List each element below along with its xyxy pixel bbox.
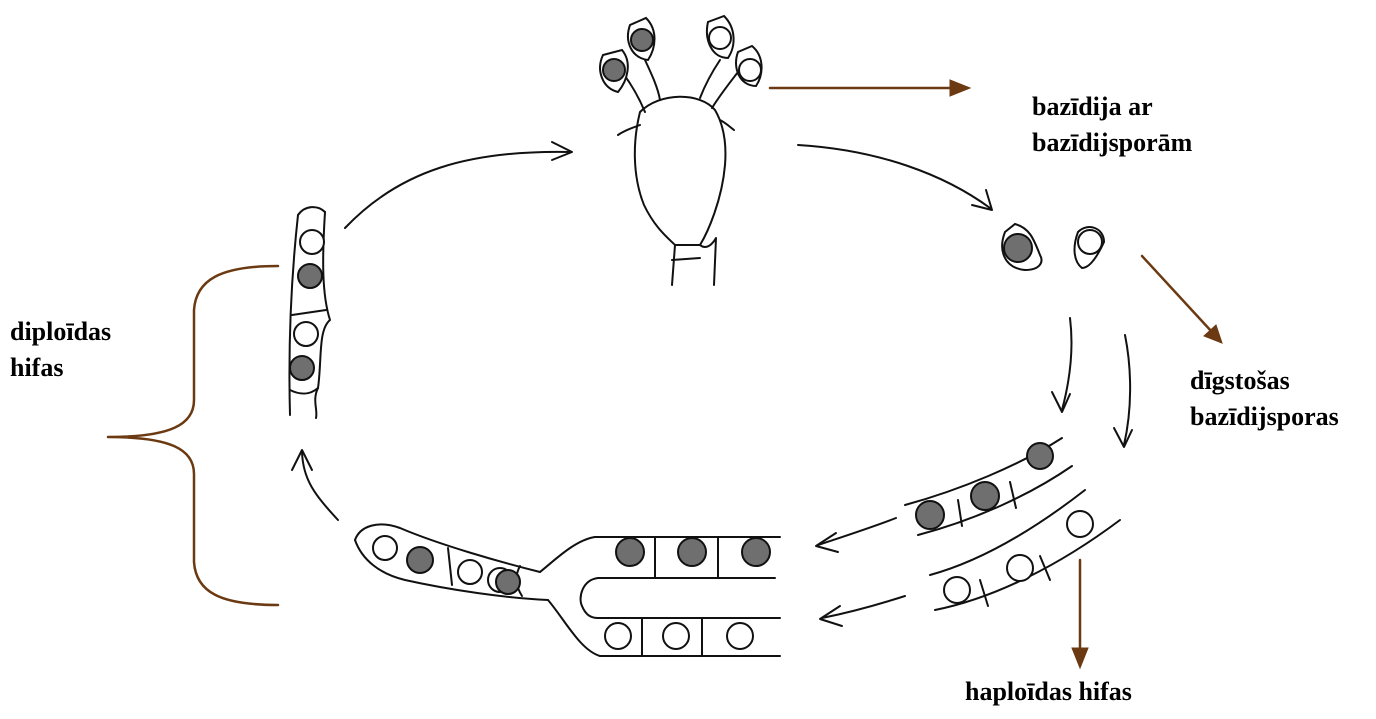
cycle-arrow-hypha-dark-to-fusion (816, 518, 896, 552)
diploid-hypha-vertical (289, 207, 330, 418)
label-haploid-line-1: haploīdas hifas (965, 674, 1132, 710)
basidiospore-light-1 (707, 16, 734, 58)
label-basidium-line-2: bazīdijsporām (1032, 125, 1192, 161)
basidiospore-dark-1 (600, 50, 628, 92)
label-basidium-line-1: bazīdija ar (1032, 89, 1192, 125)
label-germinating-line-1: dīgstošas (1190, 363, 1339, 399)
label-germinating-spores: dīgstošas bazīdijsporas (1190, 363, 1339, 435)
label-germinating-line-2: bazīdijsporas (1190, 399, 1339, 435)
hypha-dark-nuclei (905, 438, 1072, 535)
pointer-arrow-haploid-hyphae (1072, 560, 1088, 668)
cycle-arrow-spore-to-hypha-2 (1114, 335, 1132, 447)
cycle-arrow-fusion-to-diploid (292, 450, 338, 520)
free-spores (1002, 224, 1104, 270)
cycle-arrow-diploid-to-basidium (345, 142, 572, 228)
label-diploid-hyphae: diploīdas hifas (10, 314, 111, 386)
pointer-arrow-basidium (770, 80, 970, 96)
cycle-arrow-basidium-to-spores (798, 145, 992, 210)
pointer-arrow-germinating-spores (1142, 256, 1222, 343)
dikaryon-fusion-hyphae (355, 524, 780, 656)
label-basidium-with-spores: bazīdija ar bazīdijsporām (1032, 89, 1192, 161)
basidiospore-dark-2 (628, 18, 654, 60)
cycle-arrow-hypha-light-to-fusion (820, 596, 905, 626)
basidium-drawing (600, 16, 761, 285)
basidiospore-light-2 (736, 46, 762, 86)
diploid-bracket (108, 266, 278, 605)
label-diploid-line-2: hifas (10, 350, 111, 386)
cycle-arrow-spore-to-hypha-1 (1052, 318, 1072, 412)
label-haploid-hyphae: haploīdas hifas (965, 674, 1132, 710)
label-diploid-line-1: diploīdas (10, 314, 111, 350)
